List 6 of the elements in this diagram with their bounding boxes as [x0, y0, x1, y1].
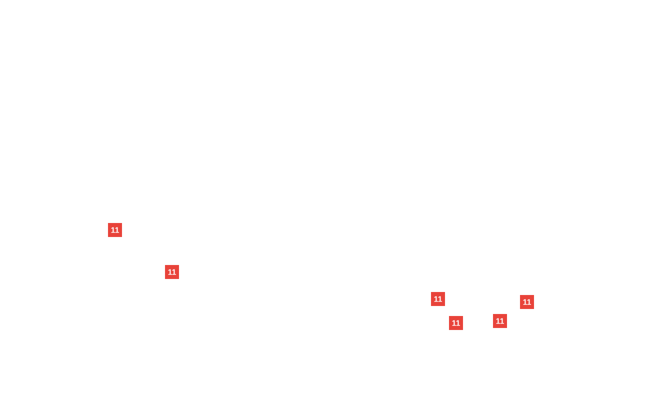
callout-number: 11: [520, 295, 534, 309]
callout-number: 11: [108, 223, 122, 237]
callout-number: 11: [449, 316, 463, 330]
callout-number: 11: [165, 265, 179, 279]
callout-number: 11: [493, 314, 507, 328]
callout-number: 11: [431, 292, 445, 306]
